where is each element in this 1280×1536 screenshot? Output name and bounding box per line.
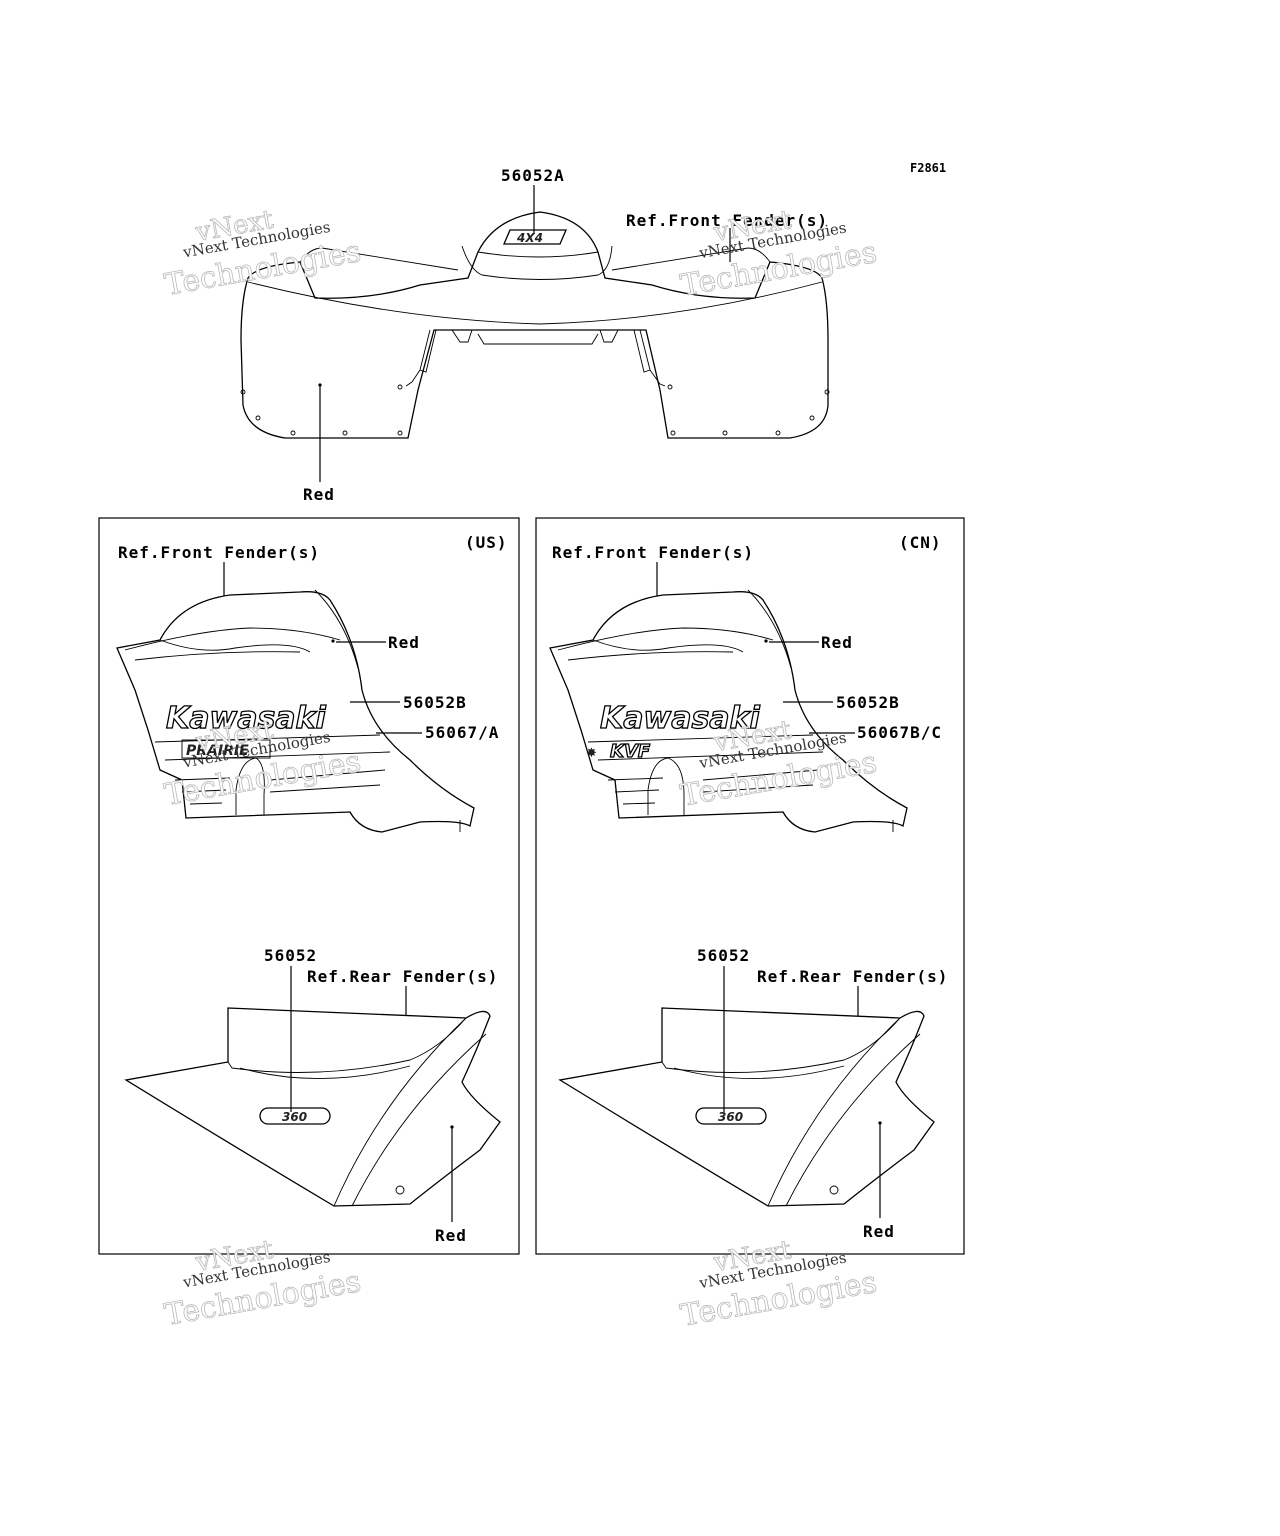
watermark-mid-right: vNext Technologies vNext Technologies bbox=[678, 715, 880, 815]
color-label-cn-front: Red bbox=[821, 633, 853, 652]
watermark-top-left: vNext Technologies vNext Technologies bbox=[161, 204, 363, 303]
ref-front-fender-top: Ref.Front Fender(s) bbox=[626, 211, 828, 230]
ref-rear-fender-cn: Ref.Rear Fender(s) bbox=[757, 967, 948, 986]
part-label-cn-56067: 56067B/C bbox=[857, 723, 942, 742]
svg-text:PRAIRIE: PRAIRIE bbox=[186, 743, 249, 759]
front-fender-top-view bbox=[240, 211, 830, 439]
svg-text:Kawasaki: Kawasaki bbox=[600, 701, 761, 736]
watermark-bottom-right: vNext Technologies vNext Technologies bbox=[678, 1235, 880, 1335]
panel-cn-frame bbox=[535, 517, 965, 1255]
rear-fender-side-cn: 360 bbox=[558, 1007, 935, 1207]
panel-us-frame bbox=[98, 517, 520, 1255]
svg-text:360: 360 bbox=[282, 1110, 307, 1124]
figure-code: F2861 bbox=[910, 161, 946, 175]
color-label-us-front: Red bbox=[388, 633, 420, 652]
front-fender-side-us: Kawasaki PRAIRIE bbox=[116, 589, 475, 833]
color-label-top: Red bbox=[303, 485, 335, 504]
ref-rear-fender-us: Ref.Rear Fender(s) bbox=[307, 967, 498, 986]
region-label-us: (US) bbox=[465, 533, 508, 552]
region-label-cn: (CN) bbox=[899, 533, 942, 552]
svg-text:360: 360 bbox=[718, 1110, 743, 1124]
part-label-us-56052: 56052 bbox=[264, 946, 317, 965]
emblem-4x4: 4X4 bbox=[503, 229, 567, 245]
part-label-us-56052b: 56052B bbox=[403, 693, 467, 712]
ref-front-fender-cn: Ref.Front Fender(s) bbox=[552, 543, 754, 562]
svg-text:✸: ✸ bbox=[586, 746, 597, 761]
part-label-56052a: 56052A bbox=[501, 166, 565, 185]
part-label-cn-56052b: 56052B bbox=[836, 693, 900, 712]
rear-fender-side-us: 360 bbox=[124, 1007, 501, 1207]
front-fender-side-cn: Kawasaki ✸ KVF bbox=[549, 589, 908, 833]
part-label-cn-56052: 56052 bbox=[697, 946, 750, 965]
watermark-top-right: vNext Technologies vNext Technologies bbox=[678, 205, 880, 305]
watermark-bottom-left: vNext Technologies vNext Technologies bbox=[161, 1234, 363, 1333]
color-label-us-rear: Red bbox=[435, 1226, 467, 1245]
color-label-cn-rear: Red bbox=[863, 1222, 895, 1241]
svg-text:KVF: KVF bbox=[610, 741, 651, 762]
svg-text:Kawasaki: Kawasaki bbox=[166, 701, 327, 736]
part-label-us-56067: 56067/A bbox=[425, 723, 499, 742]
ref-front-fender-us: Ref.Front Fender(s) bbox=[118, 543, 320, 562]
svg-text:4X4: 4X4 bbox=[516, 231, 543, 245]
